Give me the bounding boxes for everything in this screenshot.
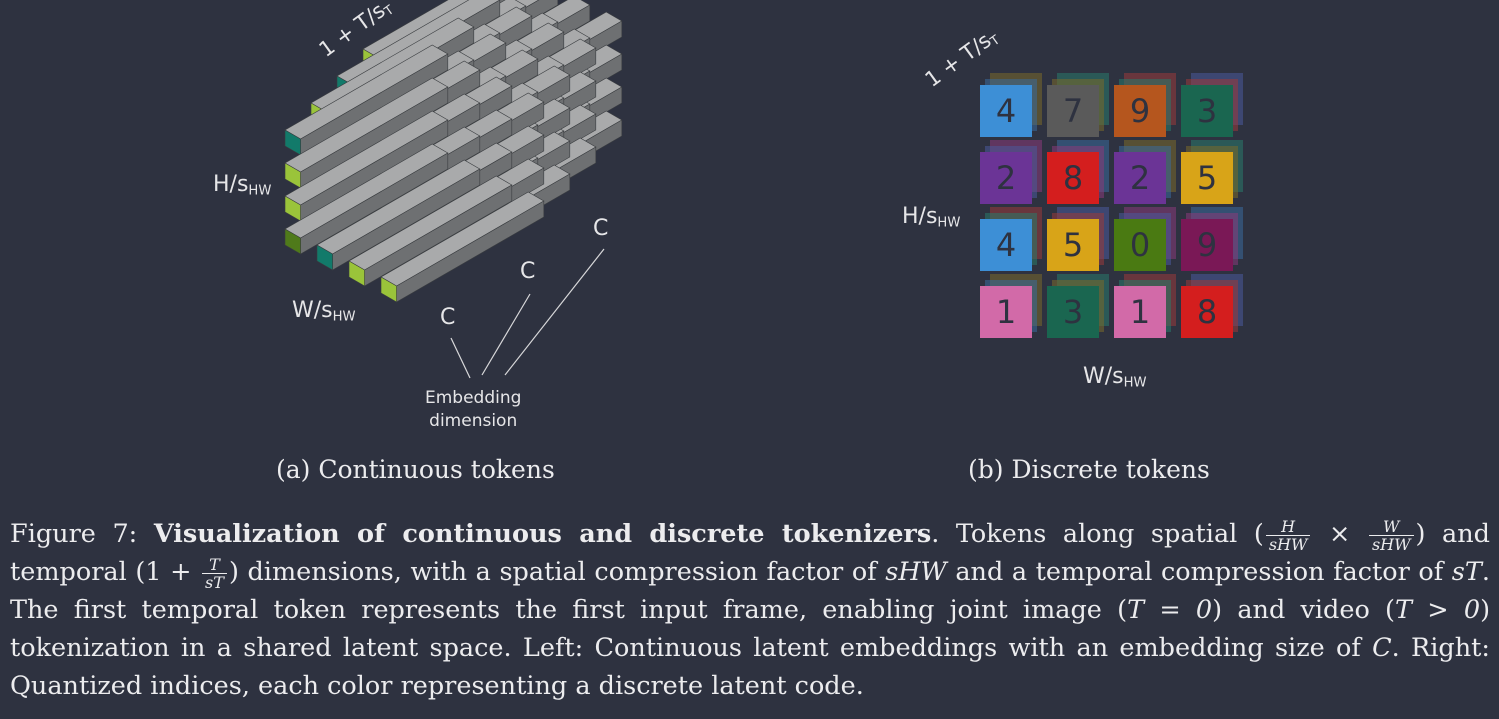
token-bar-face <box>380 276 397 303</box>
token-tile: 1 <box>980 286 1032 338</box>
token-bar-face <box>284 228 301 255</box>
token-tile: 8 <box>1181 286 1233 338</box>
c-pointer-line-3 <box>504 248 605 376</box>
token-tile: 2 <box>980 152 1032 204</box>
left-height-axis-label: H/sHW <box>213 172 272 199</box>
continuous-tokens-diagram <box>284 0 623 379</box>
right-height-axis-label: H/sHW <box>902 204 961 231</box>
token-tile: 3 <box>1181 85 1233 137</box>
token-bar-face <box>316 244 333 271</box>
c-pointer-line-1 <box>450 337 471 379</box>
token-tile: 0 <box>1114 219 1166 271</box>
token-tile: 4 <box>980 85 1032 137</box>
token-tile: 9 <box>1181 219 1233 271</box>
token-tile: 8 <box>1047 152 1099 204</box>
token-tile: 5 <box>1181 152 1233 204</box>
c-label-3: C <box>593 216 609 241</box>
token-tile: 4 <box>980 219 1032 271</box>
subcaption-continuous: (a) Continuous tokens <box>276 455 555 484</box>
token-tile: 5 <box>1047 219 1099 271</box>
caption-title: Visualization of continuous and discrete… <box>153 519 932 549</box>
token-bar-face <box>348 260 365 287</box>
token-tile: 1 <box>1114 286 1166 338</box>
token-tile: 2 <box>1114 152 1166 204</box>
right-width-axis-label: W/sHW <box>1083 364 1147 391</box>
token-tile: 7 <box>1047 85 1099 137</box>
c-pointer-line-2 <box>481 293 531 376</box>
c-label-1: C <box>440 305 456 330</box>
subcaption-discrete: (b) Discrete tokens <box>968 455 1210 484</box>
figure-caption: Figure 7: Visualization of continuous an… <box>10 516 1491 702</box>
token-tile: 3 <box>1047 286 1099 338</box>
c-label-2: C <box>520 259 536 284</box>
left-width-axis-label: W/sHW <box>292 298 356 325</box>
token-tile: 9 <box>1114 85 1166 137</box>
